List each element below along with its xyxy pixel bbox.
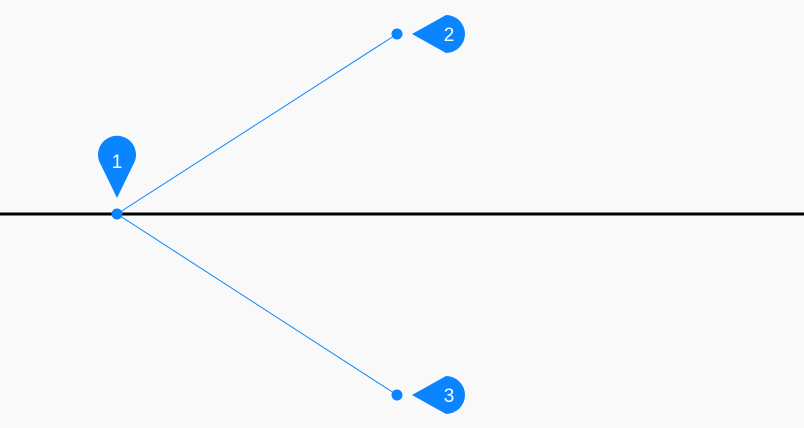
- marker-1: 1: [98, 135, 136, 198]
- marker-2: 2: [412, 15, 465, 53]
- point-2-dot: [391, 28, 403, 40]
- point-3-dot: [391, 389, 403, 401]
- pin-down-icon: [98, 135, 136, 198]
- marker-3: 3: [412, 376, 465, 414]
- connector-line-1-2: [116, 33, 398, 215]
- point-1-dot: [111, 208, 123, 220]
- pin-left-icon: [412, 376, 465, 414]
- connector-line-1-3: [116, 213, 398, 396]
- marker-3-label: 3: [444, 386, 455, 407]
- pin-left-icon: [412, 15, 465, 53]
- marker-2-label: 2: [444, 25, 455, 46]
- marker-1-label: 1: [112, 152, 123, 173]
